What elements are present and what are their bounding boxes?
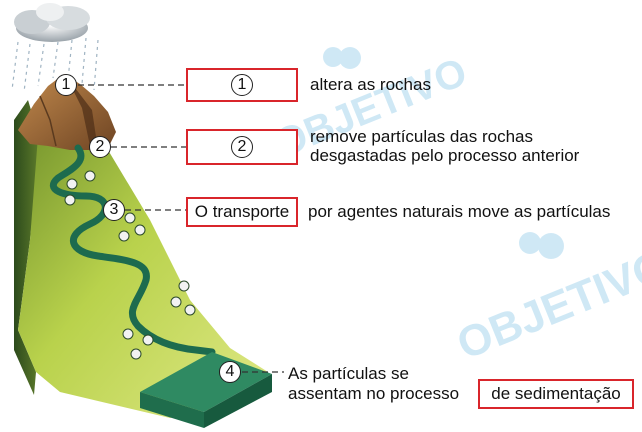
step-1-description: altera as rochas — [310, 75, 431, 94]
step-marker-2: 2 — [89, 136, 111, 158]
step-marker-1: 1 — [55, 74, 77, 96]
watermark-bottom: OBJETIVO — [450, 232, 642, 369]
answer-box-2-number: 2 — [231, 136, 253, 158]
leader-lines — [78, 84, 284, 373]
sediment-front — [140, 392, 204, 428]
river — [49, 144, 216, 356]
answer-box-4: de sedimentação — [478, 379, 634, 409]
answer-box-4-label: de sedimentação — [491, 384, 621, 403]
step-4-description-line-1: As partículas se — [288, 364, 409, 383]
rain-cloud — [14, 3, 90, 42]
step-marker-4: 4 — [219, 361, 241, 383]
answer-box-1: 1 — [186, 68, 298, 102]
answer-box-3: O transporte — [186, 197, 298, 227]
answer-box-1-number: 1 — [231, 74, 253, 96]
step-marker-3: 3 — [103, 199, 125, 221]
step-2-description-line-2: desgastadas pelo processo anterior — [310, 146, 580, 165]
step-2-description-line-1: remove partículas das rochas — [310, 127, 533, 146]
watermark-text: OBJETIVO — [450, 240, 642, 369]
answer-box-3-label: O transporte — [194, 202, 290, 221]
mountain — [14, 74, 272, 428]
trees — [64, 170, 196, 360]
step-4-description-line-2: assentam no processo — [288, 384, 460, 403]
rain — [11, 37, 99, 93]
step-3-description: por agentes naturais move as partículas — [308, 202, 611, 221]
answer-box-2: 2 — [186, 129, 298, 165]
sediment-side — [204, 374, 272, 428]
